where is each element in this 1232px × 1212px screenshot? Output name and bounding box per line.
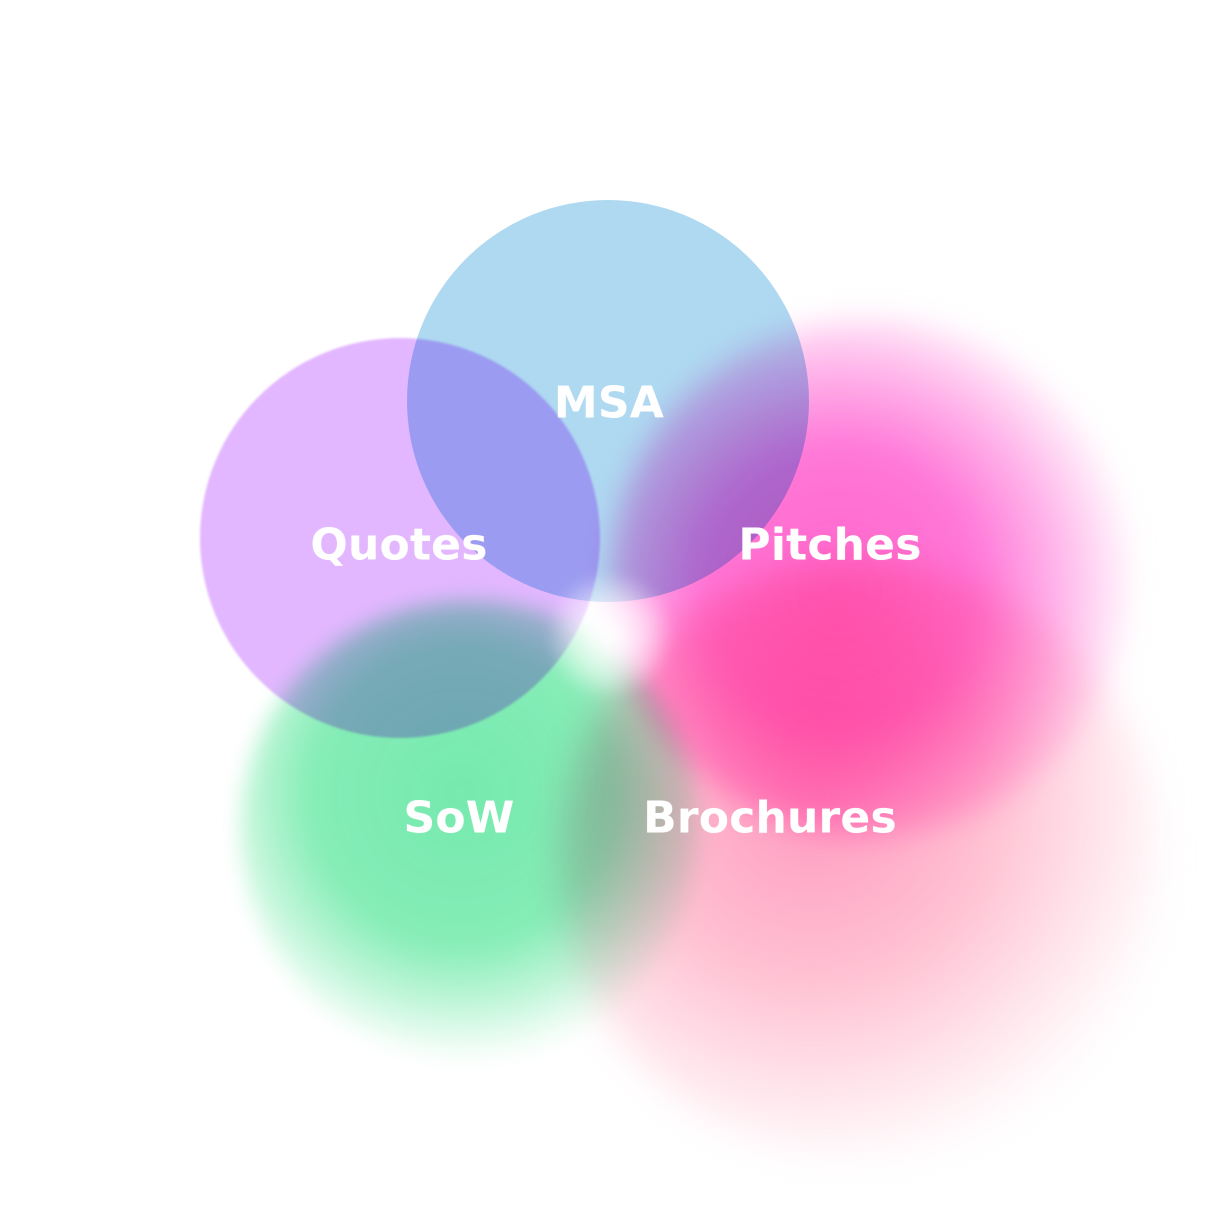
msa-petal <box>407 200 809 602</box>
quotes-label: Quotes <box>310 519 488 571</box>
brochures-label: Brochures <box>643 792 897 844</box>
sow-label: SoW <box>403 792 515 844</box>
pitches-label: Pitches <box>738 519 922 571</box>
center-glow <box>545 570 675 700</box>
msa-label: MSA <box>553 377 665 429</box>
